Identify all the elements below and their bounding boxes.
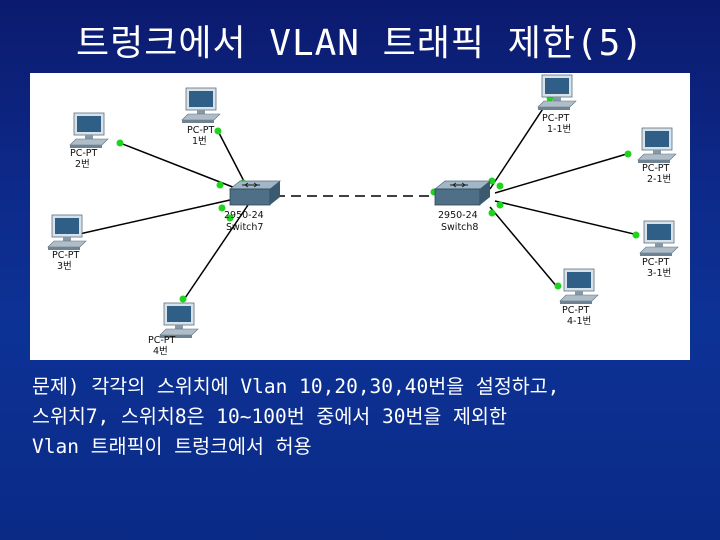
pc-type-label: PC-PT	[562, 305, 590, 316]
switch8-name: Switch8	[441, 222, 478, 233]
switch7: 2950-24 Switch7	[224, 180, 282, 233]
switch7-model: 2950-24	[224, 210, 264, 221]
caption-line-3: Vlan 트래픽이 트렁크에서 허용	[32, 435, 312, 458]
pc-type-label: PC-PT	[187, 125, 215, 136]
pc-name-label: 4번	[153, 346, 168, 357]
link-pc11-sw8	[489, 97, 551, 190]
slide-title: 트렁크에서 VLAN 트래픽 제한(5)	[76, 23, 644, 64]
caption-line-1: 문제) 각각의 스위치에 Vlan 10,20,30,40번을 설정하고,	[32, 375, 560, 398]
pc-name-label: 3-1번	[647, 268, 671, 279]
pc-type-label: PC-PT	[642, 257, 670, 268]
link-pc31-sw8	[494, 200, 639, 236]
pc-name-label: 3번	[57, 261, 72, 272]
switch8-model: 2950-24	[438, 210, 478, 221]
pc-type-label: PC-PT	[52, 250, 80, 261]
pc-name-label: 1-1번	[547, 124, 571, 135]
link-pc21-sw8	[494, 152, 631, 194]
link-pc2-sw7	[119, 142, 249, 194]
link-pc3-sw7	[74, 199, 231, 236]
caption: 문제) 각각의 스위치에 Vlan 10,20,30,40번을 설정하고, 스위…	[32, 372, 692, 462]
pc-type-label: PC-PT	[542, 113, 570, 124]
pcs: PC-PT1번PC-PT2번PC-PT3번PC-PT4번PC-PT1-1번PC-…	[47, 74, 679, 357]
pc-name-label: 1번	[192, 136, 207, 147]
pc-name-label: 2-1번	[647, 174, 671, 185]
pc-pc41: PC-PT4-1번	[559, 268, 599, 327]
pc-type-label: PC-PT	[148, 335, 176, 346]
pc-pc31: PC-PT3-1번	[639, 220, 679, 279]
links	[74, 97, 639, 302]
pc-name-label: 4-1번	[567, 316, 591, 327]
switch7-name: Switch7	[226, 222, 263, 233]
switch8: 2950-24 Switch8	[433, 180, 492, 233]
link-pc41-sw8	[489, 206, 559, 289]
caption-line-2: 스위치7, 스위치8은 10~100번 중에서 30번을 제외한	[32, 405, 507, 428]
pc-pc11: PC-PT1-1번	[537, 74, 577, 135]
link-pc1-sw7	[217, 130, 249, 190]
pc-type-label: PC-PT	[70, 148, 98, 159]
pc-type-label: PC-PT	[642, 163, 670, 174]
pc-name-label: 2번	[75, 159, 90, 170]
pc-pc21: PC-PT2-1번	[637, 127, 677, 185]
link-pc4-sw7	[182, 204, 249, 302]
